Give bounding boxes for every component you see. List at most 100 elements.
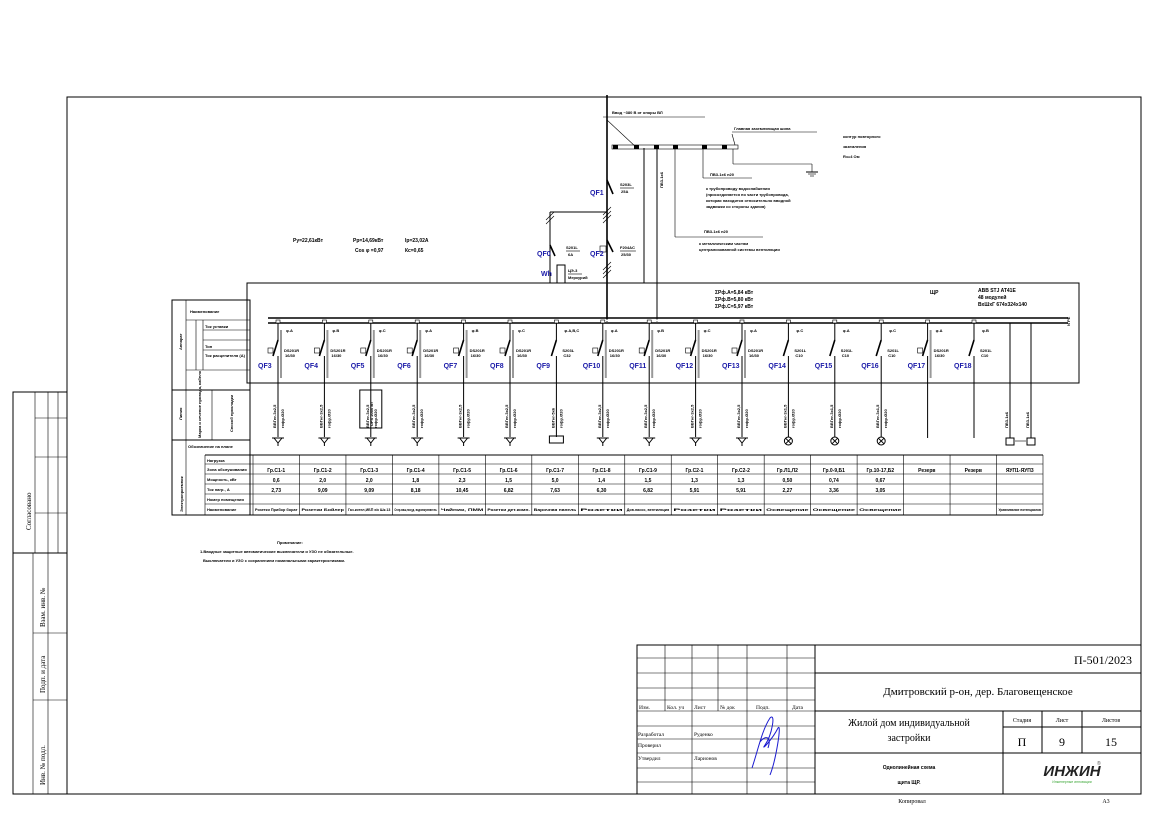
developed-label: Разработал (638, 731, 664, 738)
circuit-conduit: гофр.Ø20 (744, 409, 749, 428)
water-note-2: (присоединяется по части трубопровода, (706, 192, 789, 197)
left-header: Наименование Аппарат Ток уставки Тип Ток… (171, 299, 251, 516)
cell-name: Стир.маш,посуд. водонагреватель (394, 507, 437, 512)
lamp-icon (876, 436, 886, 446)
circuit-conduit: гофр.Ø20 (466, 409, 471, 428)
cell-current: 3,05 (875, 488, 885, 494)
meter-note: Меркурий (568, 275, 588, 280)
circuit-conduit: гофр.Ø20 (698, 409, 703, 428)
circuit-breaker-rating: 16/30 (285, 353, 296, 358)
qf1-switch-icon (606, 179, 614, 195)
developed-name: Руденко (694, 732, 713, 738)
col-header-sign: Подп. (756, 705, 770, 711)
cell-name: Чайник, ПММ (441, 507, 485, 512)
rcd-icon (499, 347, 506, 354)
breaker-icon (875, 339, 882, 357)
panel-model: ABB STJ AT41E (978, 288, 1016, 294)
socket-icon (689, 437, 702, 446)
header-line: Линия (178, 407, 183, 420)
qf0-name: QF0 (537, 251, 551, 258)
copied-label: Копировал (898, 799, 926, 805)
cell-zone: Гр.Л1,Л2 (777, 468, 798, 474)
breaker-icon (318, 339, 326, 357)
checked-label: Проверил (638, 743, 661, 749)
sheet-value: 9 (1059, 735, 1065, 749)
cell-current: 10,45 (456, 488, 469, 494)
circuit-breaker-type: S203L (562, 348, 574, 353)
circuit-phase: φ.B (472, 328, 479, 333)
cell-power: 5,0 (552, 478, 559, 484)
qf0-type: S201L (566, 245, 578, 250)
cell-current: 6,82 (504, 488, 514, 494)
circuit-breaker-rating: 16/30 (935, 353, 946, 358)
col-header-count: Кол. уч (667, 705, 684, 711)
cell-power: 0,6 (273, 478, 280, 484)
breaker-icon (968, 339, 975, 357)
loop-label-1: контур повторного (843, 134, 881, 139)
circuit-name: QF11 (629, 363, 646, 370)
cell-power: 1,5 (505, 478, 512, 484)
circuit-phase: φ.B (982, 328, 989, 333)
signature (751, 716, 780, 776)
cell-name: Дов.насос, вентиляция (627, 507, 670, 512)
bus-tap (646, 319, 652, 324)
header-device: Аппарат (178, 333, 183, 350)
breaker-icon (921, 339, 929, 357)
cell-current: 2,73 (271, 488, 281, 494)
cell-zone: Резерв (965, 468, 982, 474)
cell-name: Розетки дет.комн. (487, 507, 529, 512)
cell-name: Освещение (859, 507, 903, 512)
circuit-phase: φ.A (425, 328, 432, 333)
circuit-conduit: гофр.Ø20 (651, 409, 656, 428)
header-setting: Ток уставки (205, 324, 229, 329)
meter-name: Wh (541, 271, 552, 278)
col-header-change: Изм. (639, 705, 651, 711)
notes-title: Примечание: (277, 540, 303, 545)
qf2-switch-icon (606, 239, 614, 253)
cell-name: Розетки Прибор борат (255, 507, 298, 512)
circuit-conduit: гофр.Ø20 (373, 409, 378, 428)
circuit-cable: ВВГнг-3х2,5 (411, 404, 416, 428)
circuit-conduit: гофр.Ø20 (883, 409, 888, 428)
load-parameters: Pу=22,61кВт Pр=14,69кВт Iр=23,02А Cos φ … (293, 238, 429, 254)
circuit-phase: φ.C (796, 328, 803, 333)
circuit-phase: φ.C (704, 328, 711, 333)
rcd-icon (917, 347, 923, 354)
cell-name: Розетки (720, 507, 764, 512)
panel-name: ЩР (930, 290, 939, 296)
cell-name: Газ.котел,ИБП х/к Шк.13 (348, 507, 391, 512)
circuit-phase: φ.A (286, 328, 293, 333)
cell-zone: ЯУП1-ЯУП3 (1006, 468, 1034, 474)
grounding-section: Главная заземляющая шина контур повторно… (611, 126, 881, 252)
circuit-phase: φ.A (936, 328, 943, 333)
cell-power: 2,0 (319, 478, 326, 484)
side-stamp: Согласовано Взам. инв. № Подп. и дата Ин… (12, 391, 68, 795)
rcd-icon (638, 347, 645, 354)
circuit-phase: φ.C (379, 328, 386, 333)
sign-date-label: Подп. и дата (39, 655, 47, 693)
inv-orig-label: Инв. № подл. (39, 745, 47, 785)
sheets-value: 15 (1105, 735, 1117, 749)
cell-zone: Резерв (918, 468, 935, 474)
circuit-breaker-type: S201L (887, 348, 899, 353)
circuit-cable: ВВГнг-3х1,5 (782, 404, 787, 428)
cell-zone: Гр.С1-5 (453, 468, 471, 474)
circuit-device: UPS 2000 Вт (369, 402, 374, 426)
bus-tap (925, 319, 930, 324)
bus-label: N PE (1066, 316, 1071, 326)
circuit-name: QF17 (908, 363, 926, 370)
circuit-name: QF12 (676, 363, 694, 370)
header-cable: Марка и сечение провода, кабеля (197, 370, 202, 438)
doc-code: П-501/2023 (1074, 653, 1132, 667)
bus-tap (275, 319, 281, 324)
breaker-icon (736, 339, 743, 357)
cell-current: 2,27 (783, 488, 793, 494)
param-kc: Кс=0,65 (405, 248, 424, 254)
rcd-icon (685, 347, 691, 354)
rcd-icon (731, 347, 738, 354)
